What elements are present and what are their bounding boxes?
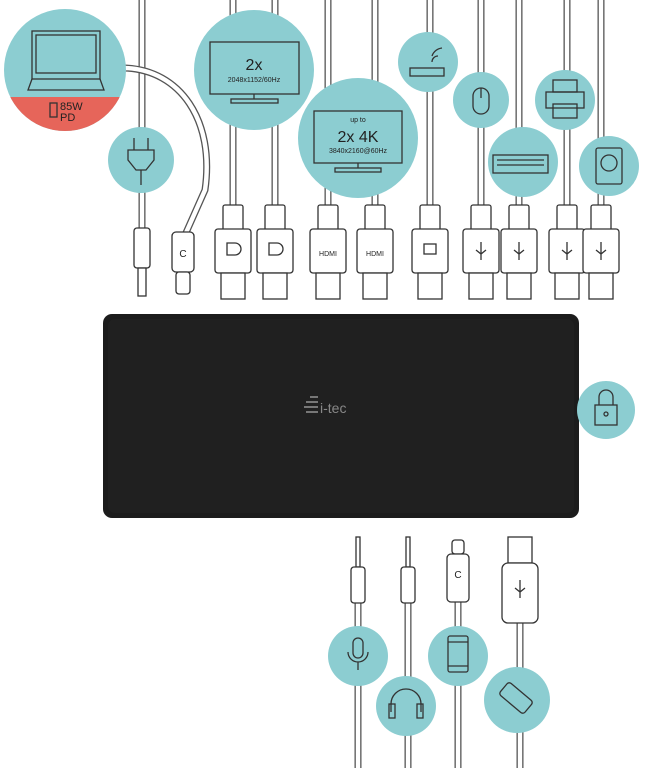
lock-circle [577,381,635,439]
monitor-resolution: 2048x1152/60Hz [228,77,281,84]
usb-c-connector: C [171,231,195,295]
battery-icon [49,102,58,118]
dp-connector [256,204,294,300]
usb-connector [548,204,586,300]
audio-connector [400,536,416,604]
power-label: PD [60,112,75,124]
hard-drive-circle [579,136,639,196]
hard-drive-icon [595,147,623,185]
hdmi-label: HDMI [319,251,337,258]
usb-connector [462,204,500,300]
monitor-hdmi-circle: up to 2x 4K 3840x2160@60Hz [298,78,418,198]
printer-icon [545,79,585,119]
microphone-circle [328,626,388,686]
monitor-count: 2x 4K [338,129,379,146]
keyboard-circle [488,127,558,197]
usb-connector [582,204,620,300]
dp-connector [214,204,252,300]
hdmi-connector: HDMI [356,204,394,300]
laptop-circle: 85W PD [4,9,126,131]
mouse-icon [472,87,490,115]
monitor-prefix: up to [350,117,366,124]
keyboard-icon [492,154,549,174]
svg-text:C: C [454,570,461,581]
usb-stick-icon [499,682,533,714]
printer-circle [535,70,595,130]
docking-station: i-tec [103,314,579,518]
brand-logo-text: i-tec [320,400,346,416]
power-connector [133,227,151,297]
smartphone-circle [428,626,488,686]
i-tec-logo: i-tec [304,396,346,416]
power-value: 85W [60,101,83,113]
power-circle [108,127,174,193]
router-circle [398,32,458,92]
audio-connector [350,536,366,604]
power-plug-icon [127,138,155,185]
usb-connector [500,204,538,300]
mouse-circle [453,72,509,128]
router-icon [409,47,445,77]
usb-c-connector: C [446,539,470,603]
hdmi-label: HDMI [366,251,384,258]
rj45-connector [411,204,449,300]
monitor-icon [209,41,300,104]
lock-icon [594,389,618,426]
headphones-circle [376,676,436,736]
monitor-resolution: 3840x2160@60Hz [329,148,388,155]
usb-stick-circle [484,667,550,733]
monitor-count: 2x [246,57,263,74]
smartphone-icon [447,635,469,673]
usb-connector [501,536,539,624]
monitor-dp-circle: 2x 2048x1152/60Hz [194,10,314,130]
monitor-icon [313,110,403,173]
laptop-icon [27,30,105,91]
microphone-icon [347,637,369,670]
headphones-icon [388,688,424,719]
hdmi-connector: HDMI [309,204,347,300]
svg-text:C: C [179,249,186,260]
